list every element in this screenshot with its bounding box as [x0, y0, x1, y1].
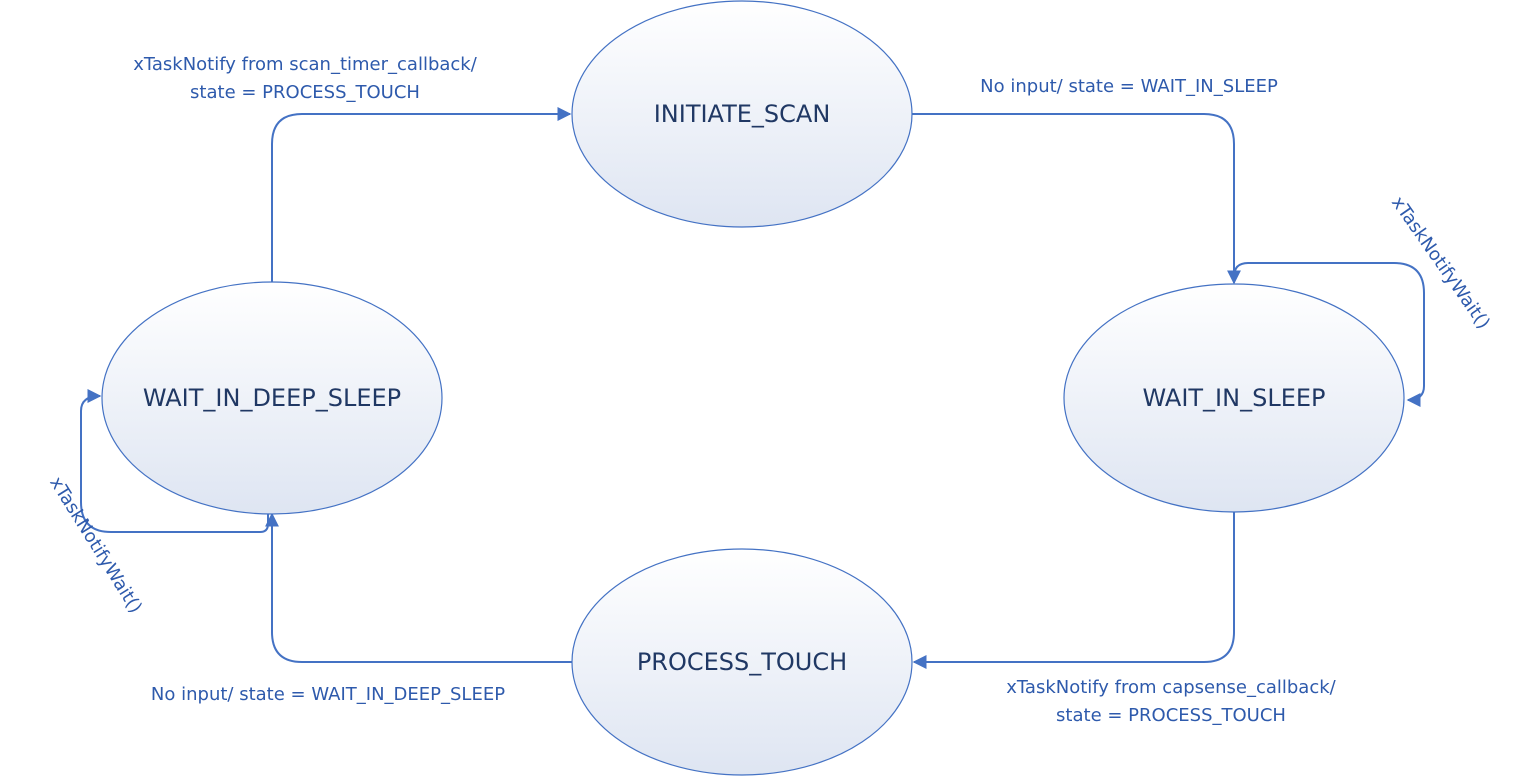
- label-deep-sleep-to-scan: xTaskNotify from scan_timer_callback/ st…: [133, 54, 478, 103]
- edge-initiate-scan-to-wait-in-sleep: [912, 113, 1241, 285]
- state-process-touch-label: PROCESS_TOUCH: [637, 648, 847, 676]
- label-deep-sleep-self-loop: xTaskNotifyWait(): [45, 473, 146, 617]
- edge-deep-sleep-to-initiate-scan: [271, 107, 572, 282]
- edge-deep-sleep-self-loop: [80, 389, 269, 533]
- state-initiate-scan-label: INITIATE_SCAN: [654, 100, 831, 128]
- label-process-to-deep-sleep: No input/ state = WAIT_IN_DEEP_SLEEP: [151, 684, 505, 705]
- state-process-touch[interactable]: PROCESS_TOUCH: [571, 548, 913, 776]
- state-process-touch-shape: [571, 548, 913, 776]
- label-deep-sleep-to-scan-line2: state = PROCESS_TOUCH: [190, 82, 420, 103]
- state-wait-in-sleep[interactable]: WAIT_IN_SLEEP: [1063, 283, 1405, 513]
- state-initiate-scan-shape: [571, 0, 913, 228]
- edge-wait-in-sleep-self-loop: [1233, 262, 1425, 407]
- label-scan-to-sleep: No input/ state = WAIT_IN_SLEEP: [980, 76, 1278, 97]
- state-initiate-scan[interactable]: INITIATE_SCAN: [571, 0, 913, 228]
- state-wait-in-sleep-label: WAIT_IN_SLEEP: [1142, 384, 1325, 412]
- state-wait-in-deep-sleep-label: WAIT_IN_DEEP_SLEEP: [143, 384, 401, 412]
- label-sleep-to-process-line1: xTaskNotify from capsense_callback/: [1006, 677, 1336, 698]
- edge-wait-in-sleep-to-process-touch: [912, 512, 1235, 669]
- state-wait-in-sleep-shape: [1063, 283, 1405, 513]
- label-sleep-to-process-line2: state = PROCESS_TOUCH: [1056, 705, 1286, 726]
- label-deep-sleep-to-scan-line1: xTaskNotify from scan_timer_callback/: [133, 54, 478, 75]
- edge-process-touch-to-deep-sleep: [265, 512, 572, 663]
- label-sleep-to-process: xTaskNotify from capsense_callback/ stat…: [1006, 677, 1336, 726]
- state-wait-in-deep-sleep[interactable]: WAIT_IN_DEEP_SLEEP: [101, 281, 443, 515]
- state-wait-in-deep-sleep-shape: [101, 281, 443, 515]
